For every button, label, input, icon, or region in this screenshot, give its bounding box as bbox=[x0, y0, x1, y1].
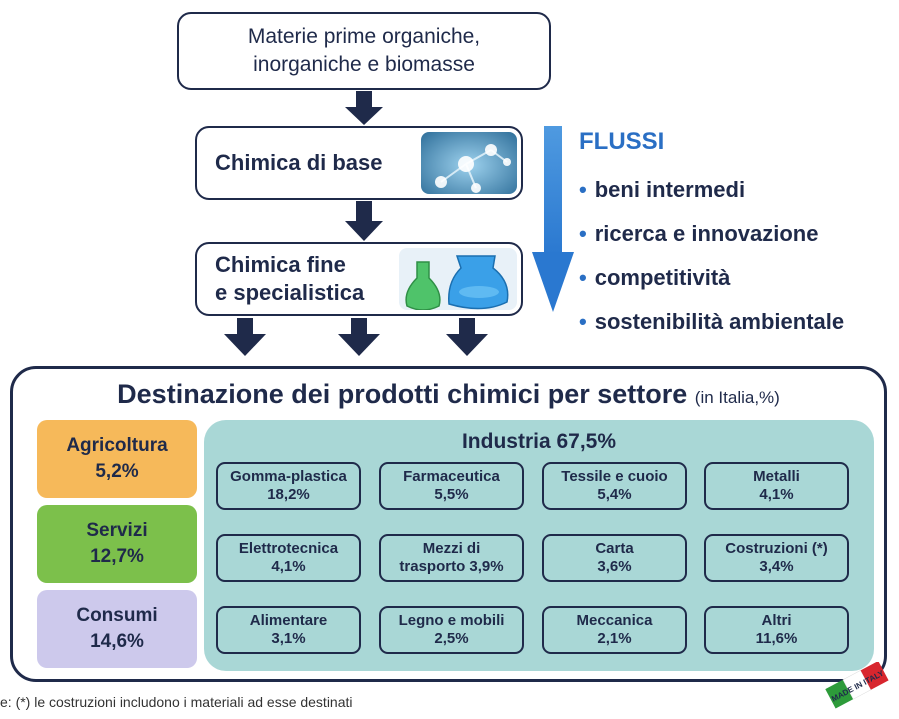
raw-materials-box: Materie prime organiche, inorganiche e b… bbox=[177, 12, 551, 90]
flussi-list: •beni intermedi •ricerca e innovazione •… bbox=[579, 168, 844, 344]
list-item: •competitività bbox=[579, 265, 731, 290]
flask-image bbox=[399, 248, 517, 310]
chimica-fine-label: Chimica fine e specialistica bbox=[215, 252, 365, 305]
list-item: •beni intermedi bbox=[579, 177, 746, 202]
down-arrow-icon bbox=[345, 91, 383, 125]
destinazione-subtitle: (in Italia,%) bbox=[694, 388, 780, 407]
chimica-fine-box: Chimica fine e specialistica bbox=[195, 242, 523, 316]
down-arrow-icon bbox=[338, 318, 380, 356]
flow-arrow-icon bbox=[532, 126, 574, 312]
destinazione-title: Destinazione dei prodotti chimici per se… bbox=[117, 379, 780, 409]
sector-servizi: Servizi 12,7% bbox=[37, 505, 197, 583]
made-in-italy-logo: MADE IN ITALY bbox=[825, 662, 889, 709]
footnote: e: (*) le costruzioni includono i materi… bbox=[0, 694, 353, 710]
list-item: •ricerca e innovazione bbox=[579, 221, 819, 246]
chimica-di-base-box: Chimica di base bbox=[195, 126, 523, 200]
list-item: •sostenibilità ambientale bbox=[579, 309, 845, 334]
down-arrow-icon bbox=[224, 318, 266, 356]
sector-agricoltura: Agricoltura 5,2% bbox=[37, 420, 197, 498]
sector-consumi: Consumi 14,6% bbox=[37, 590, 197, 668]
molecule-image bbox=[421, 132, 517, 194]
down-arrow-icon bbox=[345, 201, 383, 241]
raw-materials-line2: inorganiche e biomasse bbox=[253, 53, 475, 76]
raw-materials-line1: Materie prime organiche, bbox=[247, 25, 481, 48]
chimica-di-base-label: Chimica di base bbox=[215, 150, 383, 175]
destinazione-panel: Destinazione dei prodotti chimici per se… bbox=[10, 366, 887, 682]
down-arrow-icon bbox=[446, 318, 488, 356]
industria-title: Industria 67,5% bbox=[461, 430, 617, 453]
industry-cell-costruzioni: Costruzioni (*)3,4% bbox=[704, 534, 849, 582]
flussi-title: FLUSSI bbox=[579, 128, 665, 155]
